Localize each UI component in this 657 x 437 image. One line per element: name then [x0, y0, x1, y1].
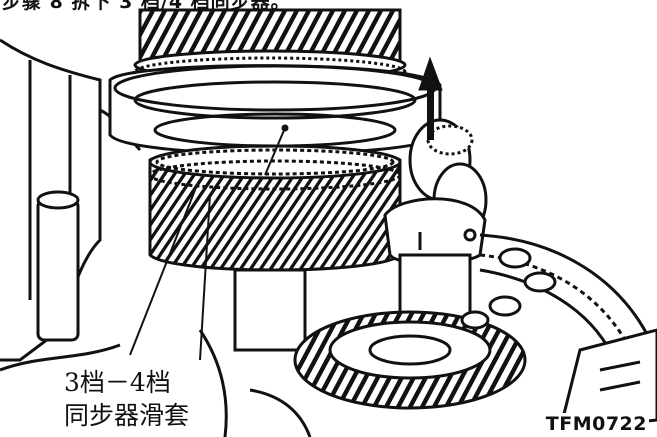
- main-shaft: [233, 268, 307, 352]
- ring-gear-right: [460, 233, 652, 356]
- puller-spindle: [383, 197, 487, 327]
- figure-code: TFM0722: [543, 413, 649, 435]
- case-plate: [558, 328, 657, 432]
- housing-lower: [0, 329, 312, 437]
- callout-leaders: [129, 124, 289, 361]
- lower-gear: [293, 310, 527, 410]
- callout-line-2: 同步器滑套: [64, 401, 190, 430]
- callout-label: 3档－4档 同步器滑套: [60, 364, 196, 434]
- up-arrow-icon: [418, 56, 443, 140]
- helical-gear-lower: [148, 144, 402, 272]
- synchronizer-ring: [108, 64, 442, 156]
- callout-line-1: 3档－4档: [64, 368, 171, 397]
- left-post: [36, 190, 80, 342]
